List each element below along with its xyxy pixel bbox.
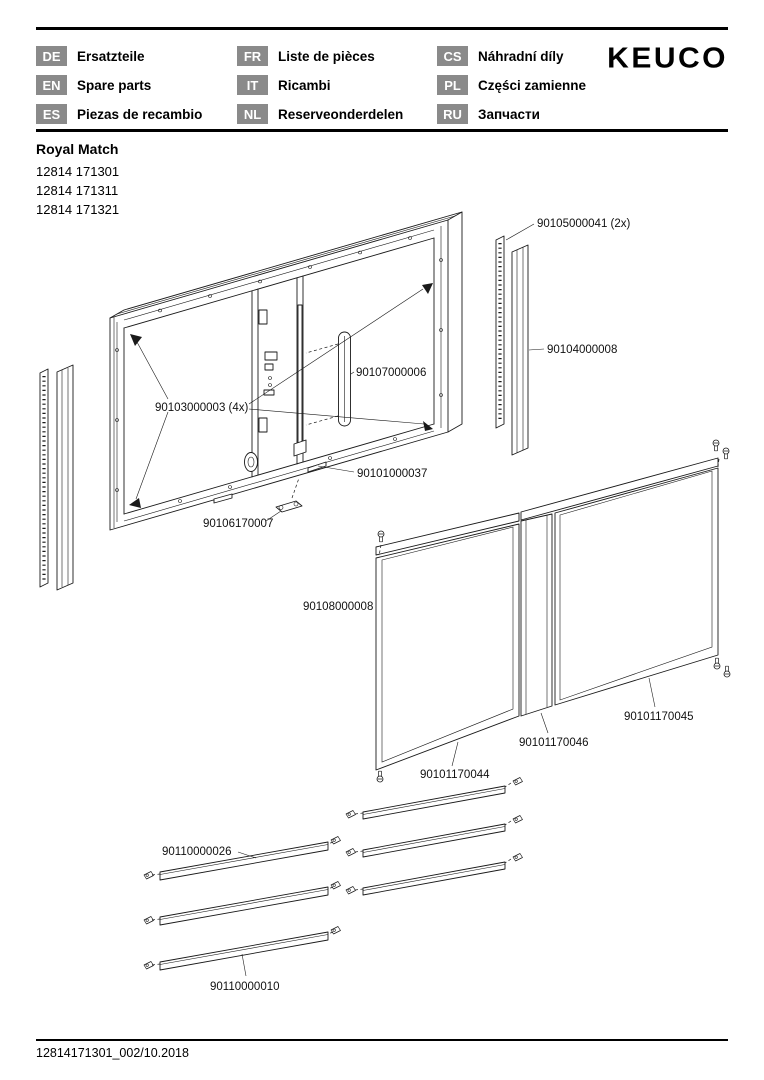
lang-it: IT Ricambi xyxy=(237,75,437,95)
cover-profile-right xyxy=(511,244,529,456)
glass-shelves-right xyxy=(345,777,523,896)
hinge-plate xyxy=(258,417,268,433)
part-label-90101000037: 90101000037 xyxy=(357,468,427,480)
lang-label-pl: Części zamienne xyxy=(478,77,587,93)
divider-footer xyxy=(36,1039,728,1041)
pivot-screw xyxy=(713,657,721,670)
lang-label-fr: Liste de pièces xyxy=(278,48,375,64)
language-header: DE Ersatzteile FR Liste de pièces CS Náh… xyxy=(36,46,728,124)
product-name: Royal Match xyxy=(36,141,119,157)
lang-de: DE Ersatzteile xyxy=(36,46,237,66)
shelf-clip xyxy=(512,853,523,862)
part-labels: 90105000041 (2x) 90104000008 90107000006… xyxy=(155,218,694,993)
led-strip-right xyxy=(495,235,505,429)
model-number: 12814 171311 xyxy=(36,183,119,198)
lang-label-en: Spare parts xyxy=(77,77,152,93)
lang-es: ES Piezas de recambio xyxy=(36,104,237,124)
lang-label-it: Ricambi xyxy=(278,77,331,93)
glass-shelves-left xyxy=(143,836,341,971)
lang-badge-fr: FR xyxy=(237,46,268,66)
lang-ru: RU Запчасти xyxy=(437,104,728,124)
shelf-clip xyxy=(512,815,523,824)
led-strip-left xyxy=(39,368,49,588)
pivot-screw xyxy=(723,665,731,678)
model-number: 12814 171301 xyxy=(36,164,120,179)
glass-shelf xyxy=(159,841,329,881)
lang-en: EN Spare parts xyxy=(36,75,237,95)
lang-label-cs: Náhradní díly xyxy=(478,48,564,64)
shelf-clip xyxy=(345,848,356,857)
mirror-door-right xyxy=(554,467,719,706)
glass-shelf xyxy=(159,931,329,971)
mirror-doors xyxy=(375,439,731,783)
grommet xyxy=(244,452,258,472)
part-label-90104000008: 90104000008 xyxy=(547,344,617,356)
lang-badge-es: ES xyxy=(36,104,67,124)
leader-lines xyxy=(135,223,656,977)
divider-header xyxy=(36,129,728,132)
mounting-bracket xyxy=(275,477,303,513)
pivot-screw xyxy=(712,439,720,452)
shelf-clip xyxy=(345,810,356,819)
center-profile xyxy=(520,513,553,717)
lang-cs: CS Náhradní díly xyxy=(437,46,728,66)
lang-badge-en: EN xyxy=(36,75,67,95)
glass-shelf xyxy=(362,823,506,858)
divider-top xyxy=(36,27,728,30)
lang-label-nl: Reserveonderdelen xyxy=(278,106,404,122)
pivot-screw xyxy=(377,530,385,543)
lang-label-es: Piezas de recambio xyxy=(77,106,203,122)
lang-badge-it: IT xyxy=(237,75,268,95)
cover-profile-left xyxy=(56,364,74,591)
part-label-90103000003: 90103000003 (4x) xyxy=(155,402,249,414)
shelf-clip xyxy=(330,881,341,890)
part-label-90110000026: 90110000026 xyxy=(162,846,232,858)
mirror-door-left xyxy=(375,523,520,771)
product-block: Royal Match 12814 171301 12814 171311 12… xyxy=(36,141,119,219)
lang-badge-nl: NL xyxy=(237,104,268,124)
handle-part xyxy=(305,331,351,427)
part-label-90107000006: 90107000006 xyxy=(356,367,426,379)
lang-badge-pl: PL xyxy=(437,75,468,95)
cabinet-body xyxy=(109,211,463,531)
hinge-plate xyxy=(258,309,268,325)
part-label-90106170007: 90106170007 xyxy=(203,518,273,530)
lang-badge-ru: RU xyxy=(437,104,468,124)
pivot-screw xyxy=(376,770,384,783)
pivot-screw xyxy=(722,447,730,460)
lang-label-ru: Запчасти xyxy=(478,106,540,122)
glass-shelf xyxy=(362,785,506,820)
lang-label-de: Ersatzteile xyxy=(77,48,145,64)
part-label-90108000008: 90108000008 xyxy=(303,601,373,613)
part-label-90101170045: 90101170045 xyxy=(624,711,694,723)
part-label-90110000010: 90110000010 xyxy=(210,981,280,993)
lang-pl: PL Części zamienne xyxy=(437,75,728,95)
shelf-clip xyxy=(330,836,341,845)
keuco-logo: KEUCO xyxy=(607,42,728,75)
shelf-clip xyxy=(512,777,523,786)
part-label-90101170044: 90101170044 xyxy=(420,769,490,781)
lang-badge-cs: CS xyxy=(437,46,468,66)
part-label-90101170046: 90101170046 xyxy=(519,737,589,749)
shelf-clip xyxy=(330,926,341,935)
glass-shelf xyxy=(159,886,329,926)
door-top-trim-left xyxy=(375,512,520,556)
glass-shelf xyxy=(362,861,506,896)
corner-fitting-arrows xyxy=(129,283,433,508)
model-number: 12814 171321 xyxy=(36,202,120,217)
lang-badge-de: DE xyxy=(36,46,67,66)
shelf-clip xyxy=(345,886,356,895)
lang-nl: NL Reserveonderdelen xyxy=(237,104,437,124)
document-code: 12814171301_002/10.2018 xyxy=(36,1046,189,1060)
part-label-90105000041: 90105000041 (2x) xyxy=(537,218,631,230)
lang-fr: FR Liste de pièces xyxy=(237,46,437,66)
